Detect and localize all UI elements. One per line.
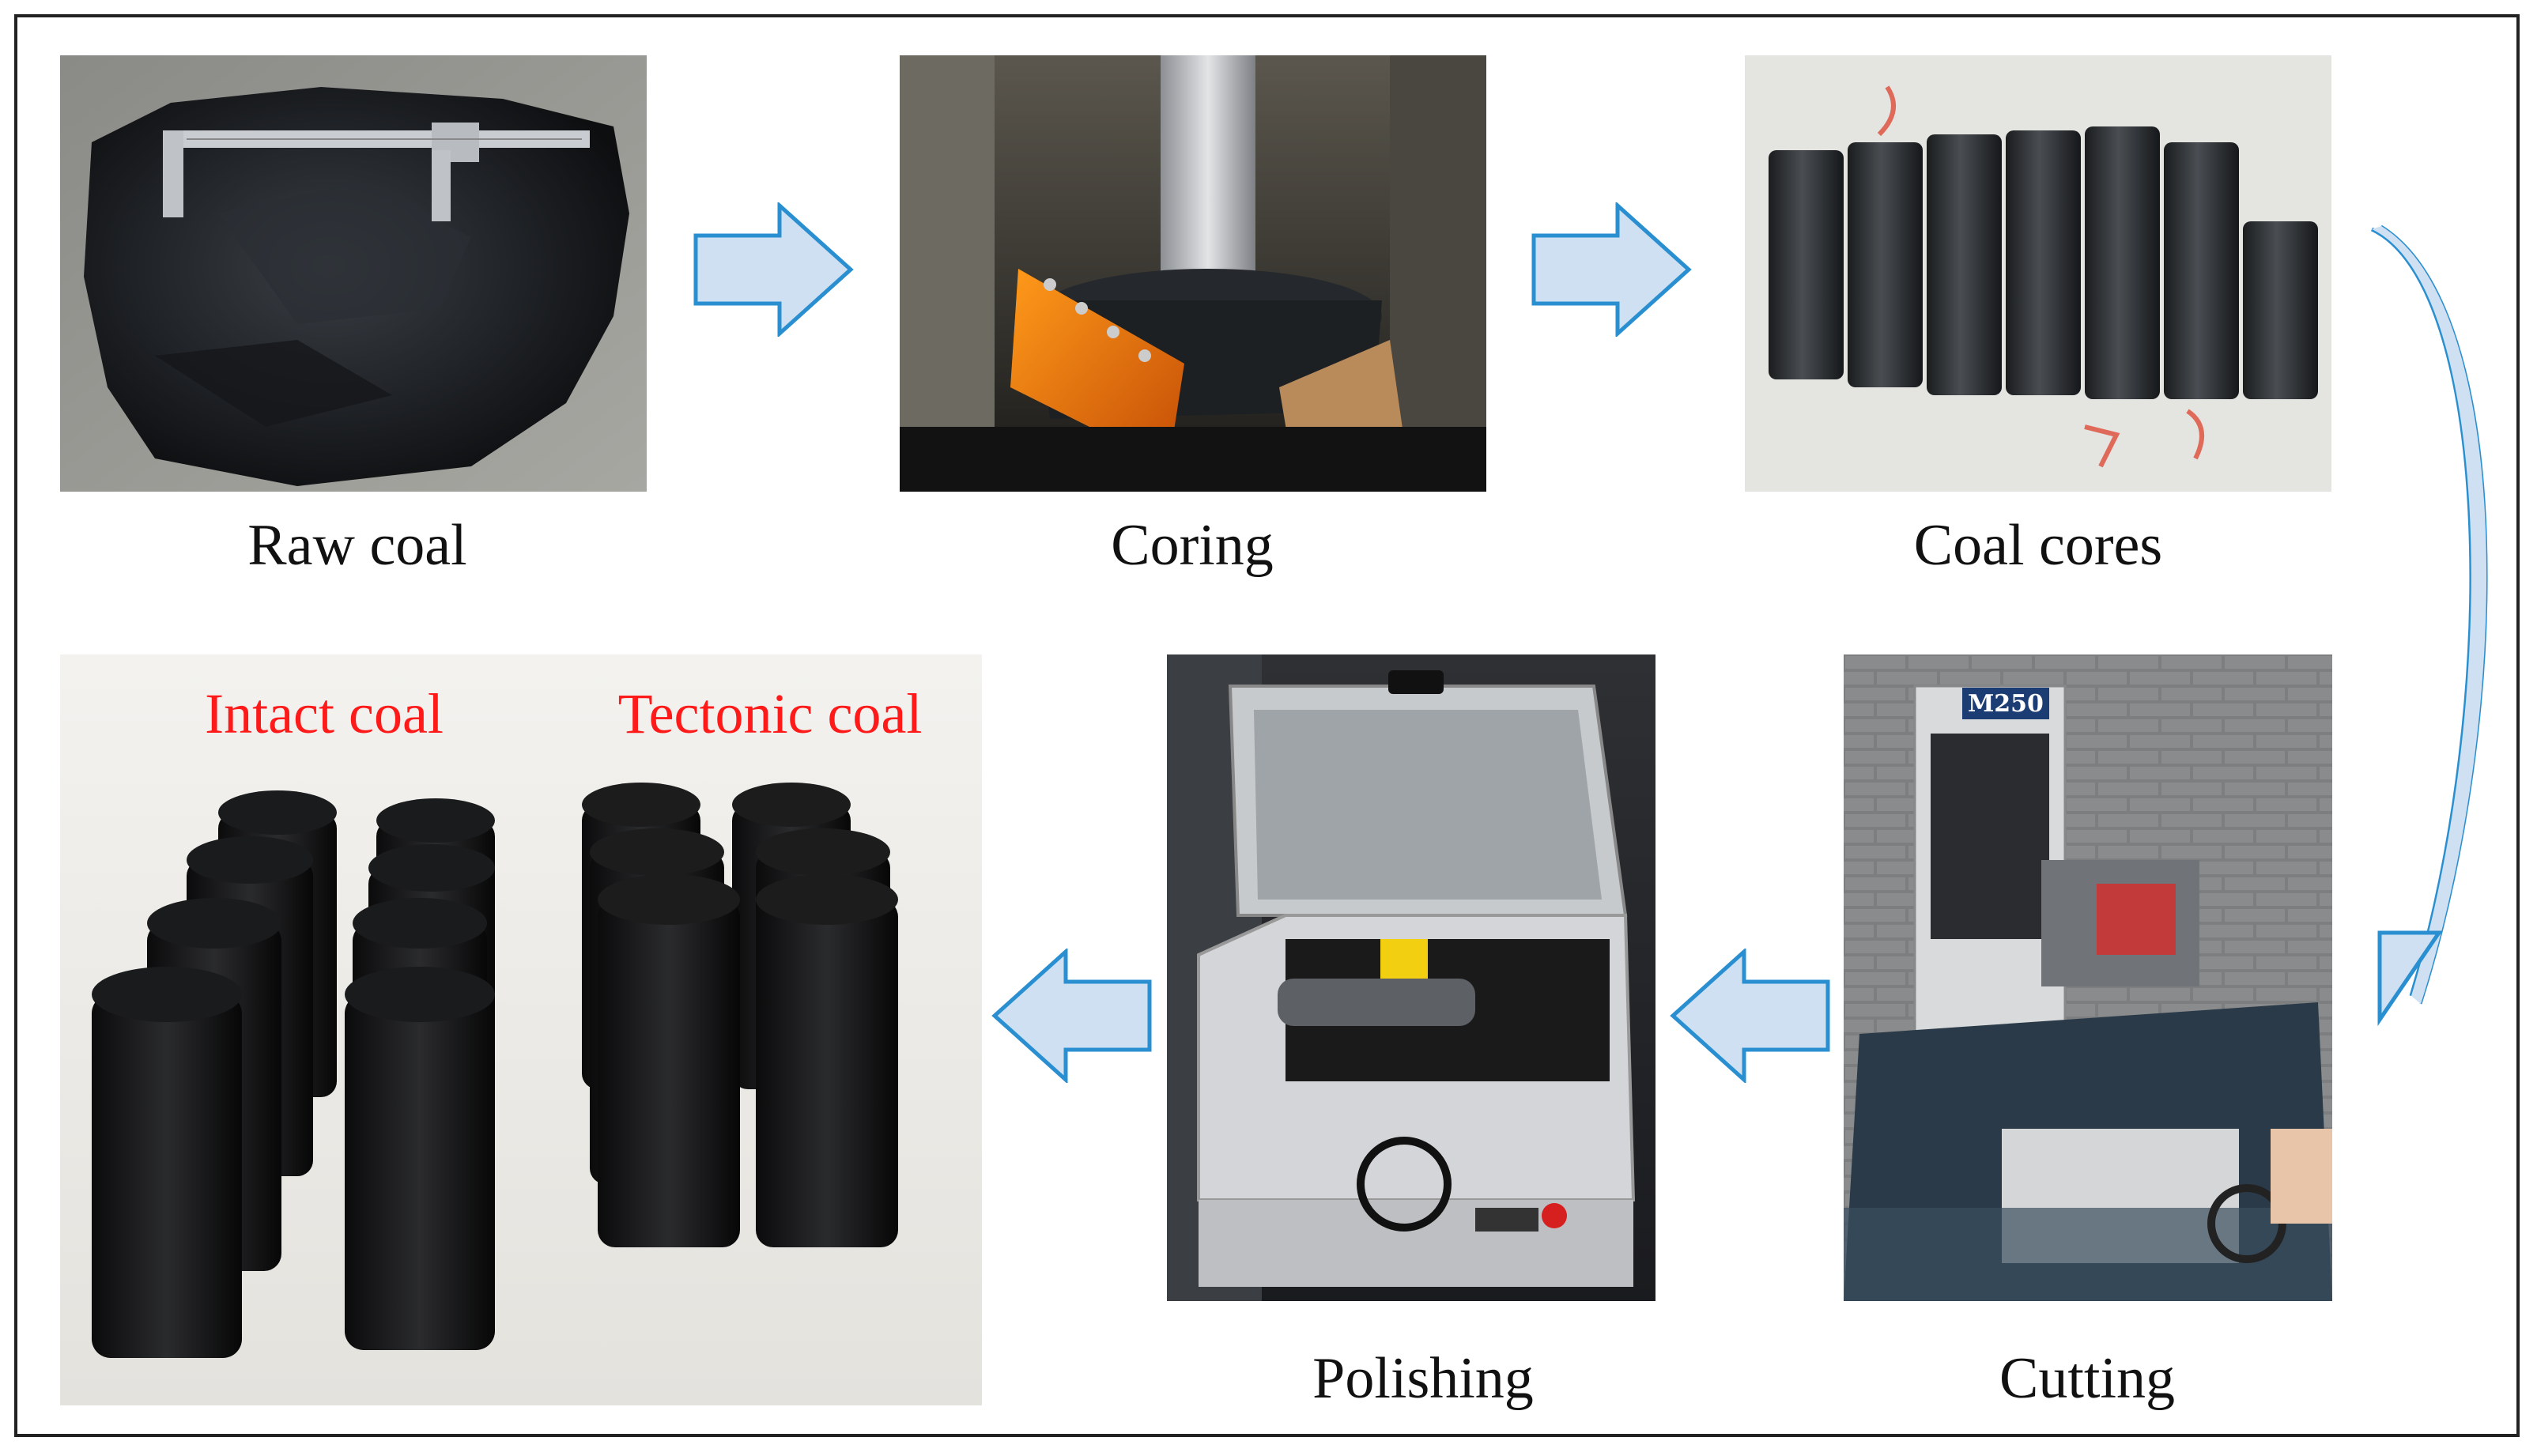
arrow-right-2 — [1531, 202, 1693, 337]
arrow-left-2 — [1668, 949, 1831, 1083]
curved-arrow-down — [2364, 221, 2506, 1028]
machine-model-label: M250 — [1968, 690, 2044, 718]
caption-coring: Coring — [1111, 513, 1274, 578]
coal-cores-photo — [1745, 55, 2331, 492]
caption-coal-cores: Coal cores — [1913, 513, 2163, 578]
label-tectonic-coal: Tectonic coal — [617, 682, 923, 745]
arrow-left-1 — [990, 949, 1153, 1083]
figure-frame — [14, 14, 2520, 1437]
raw-coal-photo — [60, 55, 647, 492]
arrow-right-1 — [693, 202, 855, 337]
final-samples-photo — [60, 654, 982, 1405]
cutting-photo: M250 — [1844, 654, 2332, 1301]
caption-polishing: Polishing — [1312, 1346, 1534, 1411]
label-intact-coal: Intact coal — [205, 682, 444, 745]
coring-photo — [900, 55, 1486, 492]
caption-cutting: Cutting — [1999, 1346, 2176, 1411]
caption-raw-coal: Raw coal — [247, 513, 467, 578]
polishing-photo — [1167, 654, 1655, 1301]
